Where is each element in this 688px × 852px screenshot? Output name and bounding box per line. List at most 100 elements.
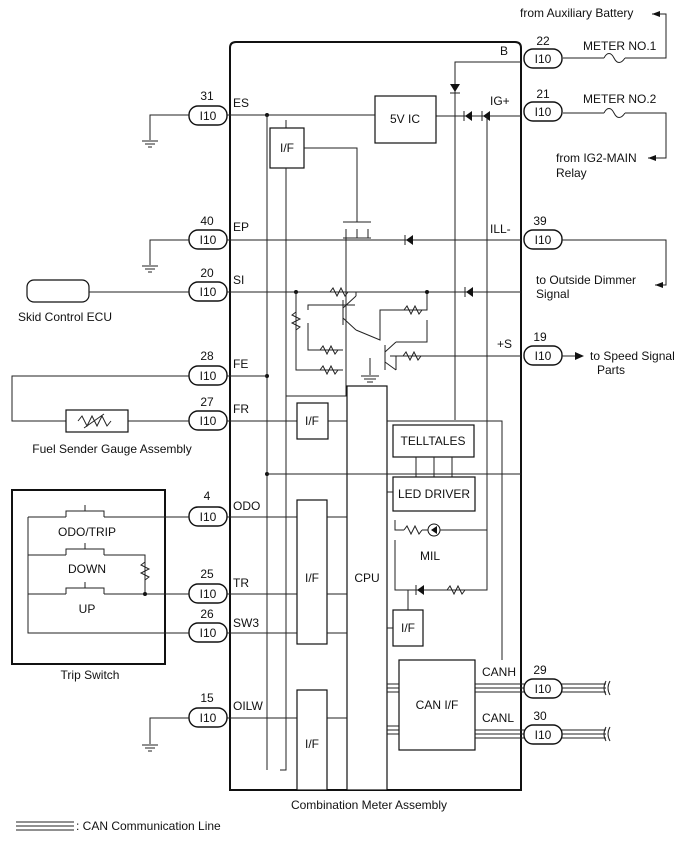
skid-control-ecu-block (26, 279, 90, 303)
svg-text:20: 20 (200, 266, 214, 280)
if-fr-label: I/F (305, 414, 319, 428)
svg-text:26: 26 (200, 607, 214, 621)
connector-15: I10 15 (188, 691, 228, 728)
resistor-si-5 (403, 304, 423, 316)
svg-text:I10: I10 (200, 587, 217, 601)
svg-text:22: 22 (536, 34, 550, 48)
resistor-si-2 (329, 286, 349, 298)
pin-SI: SI (233, 273, 244, 287)
fuel-sender-resistor (77, 413, 112, 429)
can-lines-external (562, 680, 611, 742)
if-block-fr (296, 402, 329, 440)
svg-text:I10: I10 (535, 52, 552, 66)
arrow-ig2 (648, 155, 656, 161)
ig2-label-1: from IG2-MAIN (556, 151, 637, 165)
if-oilw-label: I/F (305, 737, 319, 751)
resistor-mil (403, 524, 423, 536)
cpu-block (346, 385, 388, 791)
svg-text:I10: I10 (200, 414, 217, 428)
svg-text:I10: I10 (200, 626, 217, 640)
resistor-s (402, 350, 422, 362)
if-block-switch (296, 499, 328, 645)
pin-ILL: ILL- (490, 222, 511, 236)
connector-25: I10 25 (188, 567, 228, 604)
resistor-trip (139, 561, 151, 581)
connector-4: I10 4 (188, 489, 228, 527)
svg-text:I10: I10 (535, 105, 552, 119)
pin-CANL: CANL (482, 711, 514, 725)
pin-OILW: OILW (233, 699, 263, 713)
transistor-si (342, 295, 357, 331)
if-switch-label: I/F (305, 571, 319, 585)
connector-30: I10 30 (523, 709, 563, 745)
pin-ES: ES (233, 96, 249, 110)
svg-text:I10: I10 (200, 711, 217, 725)
can-if-label: CAN I/F (416, 698, 459, 712)
pin-TR: TR (233, 576, 249, 590)
dimmer-label-2: Signal (536, 287, 569, 301)
if-block-oilw (296, 689, 328, 791)
diode-mil (417, 585, 424, 595)
pin-B: B (500, 44, 508, 58)
svg-text:I10: I10 (535, 728, 552, 742)
connector-19: I10 19 (523, 330, 563, 366)
svg-text:I10: I10 (200, 510, 217, 524)
connector-20: I10 20 (188, 266, 228, 302)
fuel-sender-block (65, 409, 129, 433)
pin-CANH: CANH (482, 665, 516, 679)
fuse-meter2 (603, 108, 626, 118)
combination-meter-outline (229, 41, 522, 791)
can-if-block (398, 659, 476, 751)
svg-text:27: 27 (200, 395, 214, 409)
skid-ecu-label: Skid Control ECU (18, 310, 112, 324)
ground-oilw (142, 744, 158, 752)
ig2-label-2: Relay (556, 166, 587, 180)
svg-text:29: 29 (533, 663, 547, 677)
resistor-mil-2 (446, 584, 466, 596)
led-driver-label: LED DRIVER (398, 487, 470, 501)
trip-switch-label: Trip Switch (61, 668, 120, 682)
connector-28: I10 28 (188, 349, 228, 386)
svg-text:4: 4 (204, 489, 211, 503)
telltales-block (392, 424, 475, 458)
connector-31: I10 31 (188, 89, 228, 126)
odo-trip-label: ODO/TRIP (58, 525, 116, 539)
fuel-sender-label: Fuel Sender Gauge Assembly (32, 442, 191, 456)
svg-text:I10: I10 (535, 349, 552, 363)
arrow-aux-battery (652, 11, 660, 17)
pin-S: +S (497, 337, 512, 351)
switch-down (65, 543, 105, 555)
if-mil-label: I/F (401, 621, 415, 635)
speed-label-2: Parts (597, 363, 625, 377)
down-label: DOWN (68, 562, 106, 576)
pin-ODO: ODO (233, 499, 260, 513)
transistor-s (384, 341, 397, 371)
legend-can-line (16, 821, 74, 831)
diode-ill (406, 235, 413, 245)
pin-IG: IG+ (490, 94, 510, 108)
svg-text:I10: I10 (535, 682, 552, 696)
trip-switch-block (11, 489, 166, 665)
if-top-label: I/F (280, 141, 294, 155)
svg-text:I10: I10 (535, 233, 552, 247)
svg-text:40: 40 (200, 214, 214, 228)
switch-up (65, 582, 105, 594)
svg-text:31: 31 (200, 89, 214, 103)
led-driver-block (392, 476, 476, 512)
arrow-speed (575, 352, 584, 360)
can-lines-internal (387, 683, 399, 735)
fuse-meter1 (603, 53, 626, 63)
connector-27: I10 27 (188, 395, 228, 431)
transistor-ep (343, 221, 371, 239)
resistor-si-1 (290, 311, 302, 331)
speed-label-1: to Speed Signal (590, 349, 675, 363)
aux-battery-label: from Auxiliary Battery (520, 6, 633, 20)
connector-40: I10 40 (188, 214, 228, 250)
meter2-label: METER NO.2 (583, 92, 657, 106)
svg-text:I10: I10 (200, 233, 217, 247)
connector-21: I10 21 (523, 87, 563, 122)
pin-SW3: SW3 (233, 616, 259, 630)
resistor-si-4 (319, 364, 339, 376)
up-label: UP (79, 602, 96, 616)
